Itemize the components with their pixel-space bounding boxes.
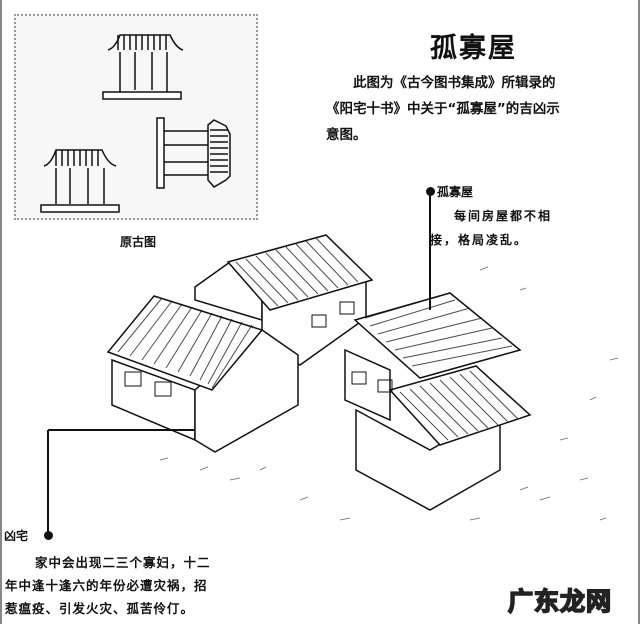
ground-grass (159, 266, 619, 521)
bottom-marker-dot (44, 531, 53, 540)
original-figure-caption: 原古图 (120, 235, 157, 249)
bottom-annotation-label: 凶宅 (4, 529, 29, 543)
desc-line: 家中会出现二三个寡妇，十二 (35, 555, 211, 570)
right-border (638, 0, 640, 624)
watermark: 广东龙网 (507, 586, 613, 617)
desc-line: 接，格局凌乱。 (430, 233, 529, 247)
intro-line: 意图。 (326, 127, 367, 143)
top-marker-dot (426, 187, 435, 196)
intro-text: 此图为《古今图书集成》所辑录的 《阳宅十书》中关于“孤寡屋”的吉凶示 意图。 (326, 70, 628, 148)
desc-line: 每间房屋都不相 (454, 209, 553, 223)
intro-line: 此图为《古今图书集成》所辑录的 (353, 75, 556, 91)
desc-line: 年中逢十逢六的年份必遭灾祸，招 (5, 578, 208, 593)
bottom-annotation-desc: 家中会出现二三个寡妇，十二 年中逢十逢六的年份必遭灾祸，招 惹瘟疫、引发火灾、孤… (5, 551, 245, 620)
roof-tiles (117, 237, 519, 441)
intro-line: 《阳宅十书》中关于“孤寡屋”的吉凶示 (326, 101, 560, 117)
left-border (0, 0, 2, 624)
windows (124, 301, 393, 397)
top-annotation-desc: 每间房屋都不相 接，格局凌乱。 (430, 204, 620, 252)
ancient-house-icons (40, 34, 231, 213)
top-annotation-label: 孤寡屋 (437, 185, 474, 199)
desc-line: 惹瘟疫、引发火灾、孤苦伶仃。 (5, 601, 195, 616)
village-houses (106, 234, 532, 511)
page-title: 孤寡屋 (430, 33, 517, 64)
